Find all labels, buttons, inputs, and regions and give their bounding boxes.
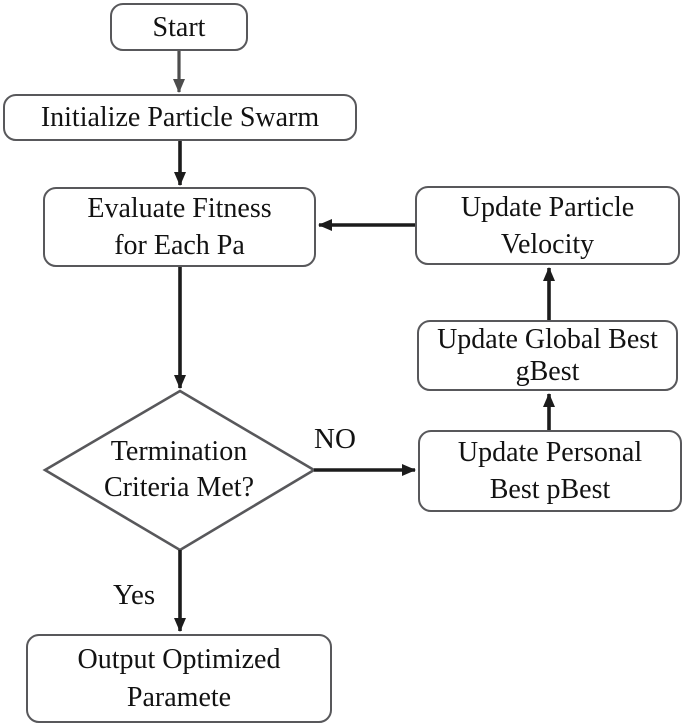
node-velocity-label-line1: Update Particle xyxy=(460,191,635,223)
node-init-label: Initialize Particle Swarm xyxy=(40,102,320,133)
node-output-label-line1: Output Optimized xyxy=(77,643,281,675)
node-initialize-particle-swarm: Initialize Particle Swarm xyxy=(3,94,357,141)
node-start-label: Start xyxy=(152,11,206,43)
node-termination-decision: Termination Criteria Met? xyxy=(68,434,290,506)
node-velocity-label-line2: Velocity xyxy=(500,228,595,260)
node-output-label-line2: Paramete xyxy=(126,681,232,713)
node-evaluate-label-line2: for Each Pa xyxy=(114,230,245,261)
node-update-particle-velocity: Update Particle Velocity xyxy=(415,186,680,265)
edge-label-no: NO xyxy=(314,423,356,455)
node-update-personal-best: Update Personal Best pBest xyxy=(418,430,682,512)
node-start: Start xyxy=(110,3,248,51)
node-pbest-label-line2: Best pBest xyxy=(489,474,611,505)
node-gbest-label-line1: Update Global Best xyxy=(437,323,658,355)
node-update-global-best: Update Global Best gBest xyxy=(417,320,678,391)
node-evaluate-label-line1: Evaluate Fitness xyxy=(87,193,272,224)
node-decision-label-line1: Termination xyxy=(110,436,248,467)
node-decision-label-line2: Criteria Met? xyxy=(103,472,255,503)
node-gbest-label-line2: gBest xyxy=(515,355,580,387)
node-pbest-label-line1: Update Personal xyxy=(457,437,643,468)
edge-label-yes: Yes xyxy=(113,579,156,611)
node-output-optimized-parameter: Output Optimized Paramete xyxy=(26,634,332,723)
node-evaluate-fitness: Evaluate Fitness for Each Pa xyxy=(43,187,316,267)
